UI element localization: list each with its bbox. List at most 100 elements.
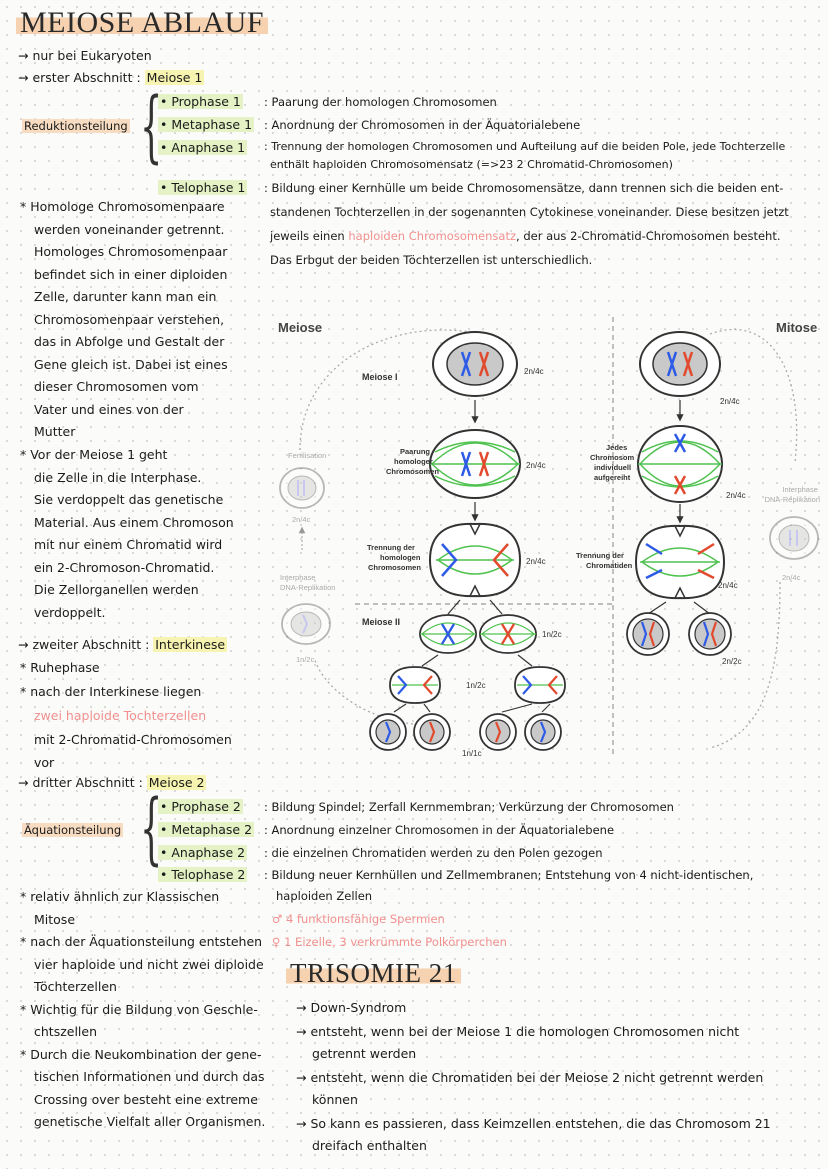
metaphase2-name: • Metaphase 2 bbox=[158, 822, 255, 837]
trisomie-item-2: → entsteht, wenn bei der Meiose 1 die ho… bbox=[296, 1024, 740, 1039]
cycle-arrow-bottom-right bbox=[709, 581, 781, 749]
arrow-mi3a bbox=[647, 601, 667, 615]
telophase2-desc: : Bildung neuer Kernhüllen und Zellmembr… bbox=[264, 868, 754, 882]
cycle-arrow-bottom-left bbox=[314, 659, 449, 726]
ploidy-c: 2n/4c bbox=[526, 557, 546, 566]
cycle-arrow-top-right bbox=[709, 328, 798, 463]
diagram-meiose-title: Meiose bbox=[278, 320, 322, 335]
interkinese-line: → zweiter Abschnitt : Interkinese bbox=[18, 637, 228, 652]
label-paarung: Paarung homologer Chromosomen bbox=[386, 447, 439, 476]
prophase2-desc: : Bildung Spindel; Zerfall Kernmembran; … bbox=[264, 800, 674, 814]
prophase2-name: • Prophase 2 bbox=[158, 799, 243, 814]
diagram-mitose-title: Mitose bbox=[776, 320, 817, 335]
arrow-m5a bbox=[393, 703, 407, 713]
trisomie-item-4-cont: dreifach enthalten bbox=[312, 1138, 427, 1153]
ploidy-k: 2n/4c bbox=[782, 573, 801, 582]
arrow-m3a bbox=[447, 599, 461, 615]
cell-paarung bbox=[429, 429, 521, 499]
label-trennung-chromatiden: Trennung der Chromatiden bbox=[576, 551, 633, 570]
telophase1-cont-1: standenen Tochterzellen in der sogenannt… bbox=[270, 205, 789, 219]
metaphase2-desc: : Anordnung einzelner Chromosomen in der… bbox=[264, 823, 615, 837]
label-interphase-right: Interphase DNA-Replikation bbox=[765, 485, 820, 504]
telophase1-name: • Telophase 1 bbox=[158, 180, 248, 195]
note-homologe: * Homologe Chromosomenpaare werden vonei… bbox=[20, 199, 228, 439]
trisomie-item-2-cont: getrennt werden bbox=[312, 1046, 417, 1061]
anaphase1-name: • Anaphase 1 bbox=[158, 140, 248, 155]
anaphase1-desc-cont: enthält haploiden Chromosomensatz (=>23 … bbox=[270, 158, 673, 171]
ruhephase-line: * Ruhephase bbox=[20, 660, 100, 675]
ploidy-g: 2n/4c bbox=[292, 515, 311, 524]
note-aequation: * relativ ähnlich zur Klassischen Mitose… bbox=[20, 889, 266, 1129]
eizelle-line: ♀ 1 Eizelle, 3 verkrümmte Polkörperchen bbox=[272, 935, 507, 949]
cell-anaphase2-left bbox=[389, 666, 441, 704]
after-interkinese-2: zwei haploide Tochterzellen bbox=[34, 708, 207, 723]
after-interkinese-1: * nach der Interkinese liegen bbox=[20, 684, 202, 699]
trisomie-item-4: → So kann es passieren, dass Keimzellen … bbox=[296, 1116, 771, 1131]
ploidy-m: 2n/4c bbox=[718, 581, 738, 590]
trisomie-title: TRISOMIE 21 bbox=[286, 958, 461, 989]
ploidy-h: 2n/4c bbox=[720, 397, 740, 406]
brace-meiose1: { bbox=[140, 82, 163, 172]
telophase2-name: • Telophase 2 bbox=[158, 867, 248, 882]
cell-meiose2-right bbox=[479, 614, 537, 654]
metaphase1-desc: : Anordnung der Chromosomen in der Äquat… bbox=[264, 118, 581, 132]
ploidy-e: 1n/2c bbox=[466, 681, 486, 690]
label-trennung-homolog: Trennung der homologen Chromosomen bbox=[367, 543, 423, 572]
intro-line-eukaryoten: → nur bei Eukaryoten bbox=[18, 48, 152, 63]
arrow-m5d bbox=[541, 703, 551, 713]
anaphase2-desc: : die einzelnen Chromatiden werden zu de… bbox=[264, 846, 603, 860]
metaphase1-name: • Metaphase 1 bbox=[158, 117, 255, 132]
telophase1-desc: : Bildung einer Kernhülle um beide Chrom… bbox=[264, 181, 784, 195]
anaphase1-desc: : Trennung der homologen Chromosomen und… bbox=[264, 140, 786, 153]
label-jedes-chromosom: Jedes Chromosom individuell aufgereiht bbox=[590, 443, 636, 482]
cell-mitose-daughter-left bbox=[626, 612, 670, 656]
telophase2-desc-cont: haploiden Zellen bbox=[276, 889, 373, 903]
gamete-1 bbox=[369, 713, 407, 751]
cell-meiose-start bbox=[432, 331, 518, 397]
note-interphase: * Vor der Meiose 1 geht die Zelle in die… bbox=[20, 447, 234, 620]
cell-mitose-metaphase bbox=[637, 425, 723, 503]
label-meiose2: Meiose II bbox=[362, 617, 400, 627]
label-meiose1: Meiose I bbox=[362, 372, 398, 382]
brace-meiose2: { bbox=[140, 784, 163, 874]
cell-mitose-start bbox=[639, 331, 721, 397]
gamete-3 bbox=[479, 713, 517, 751]
ploidy-i: 2n/4c bbox=[726, 491, 746, 500]
label-interphase-left: Interphase DNA-Replikation bbox=[280, 573, 335, 592]
arrow-m5c bbox=[501, 703, 533, 713]
gamete-4 bbox=[524, 713, 562, 751]
page-title: MEIOSE ABLAUF bbox=[16, 6, 269, 40]
aequationsteilung-label: Äquationsteilung bbox=[22, 823, 124, 837]
cell-mitose-anaphase bbox=[634, 524, 726, 600]
after-interkinese-3: mit 2-Chromatid-Chromosomen bbox=[34, 732, 232, 747]
cycle-arrow-top-left bbox=[299, 329, 471, 451]
cell-trennung-homolog bbox=[428, 522, 522, 598]
cell-interphase-right bbox=[769, 516, 819, 560]
prophase1-name: • Prophase 1 bbox=[158, 94, 243, 109]
cell-meiose2-left bbox=[419, 614, 477, 654]
spermien-line: ♂ 4 funktionsfähige Spermien bbox=[272, 912, 445, 926]
after-interkinese-4: vor bbox=[34, 755, 55, 770]
prophase1-desc: : Paarung der homologen Chromosomen bbox=[264, 95, 497, 109]
ploidy-d: 1n/2c bbox=[542, 630, 562, 639]
arrow-m3b bbox=[489, 599, 503, 615]
intro-line-meiose1: → erster Abschnitt : Meiose 1 bbox=[18, 70, 205, 85]
meiose-mitose-diagram: Meiose Mitose Meiose I 2n/4c Paarung hom… bbox=[278, 317, 820, 757]
ploidy-l: 1n/2c bbox=[296, 655, 315, 664]
cell-fertilisation bbox=[279, 467, 325, 509]
reduktionsteilung-label: Reduktionsteilung bbox=[22, 119, 130, 133]
trisomie-item-3-cont: können bbox=[312, 1092, 358, 1107]
ploidy-b: 2n/4c bbox=[526, 461, 546, 470]
anaphase2-name: • Anaphase 2 bbox=[158, 845, 248, 860]
label-fertilisation: Fertilisation bbox=[288, 451, 326, 460]
ploidy-j: 2n/2c bbox=[722, 657, 742, 666]
telophase1-cont-3: Das Erbgut der beiden Töchterzellen ist … bbox=[270, 253, 593, 267]
cell-anaphase2-right bbox=[514, 666, 566, 704]
cell-interphase-left bbox=[281, 603, 331, 645]
arrow-m4a bbox=[421, 654, 439, 667]
ploidy-f: 1n/1c bbox=[462, 749, 482, 757]
arrow-m4b bbox=[517, 654, 533, 667]
gamete-2 bbox=[413, 713, 451, 751]
meiose2-line: → dritter Abschnitt : Meiose 2 bbox=[18, 775, 207, 790]
trisomie-item-1: → Down-Syndrom bbox=[296, 1000, 407, 1015]
